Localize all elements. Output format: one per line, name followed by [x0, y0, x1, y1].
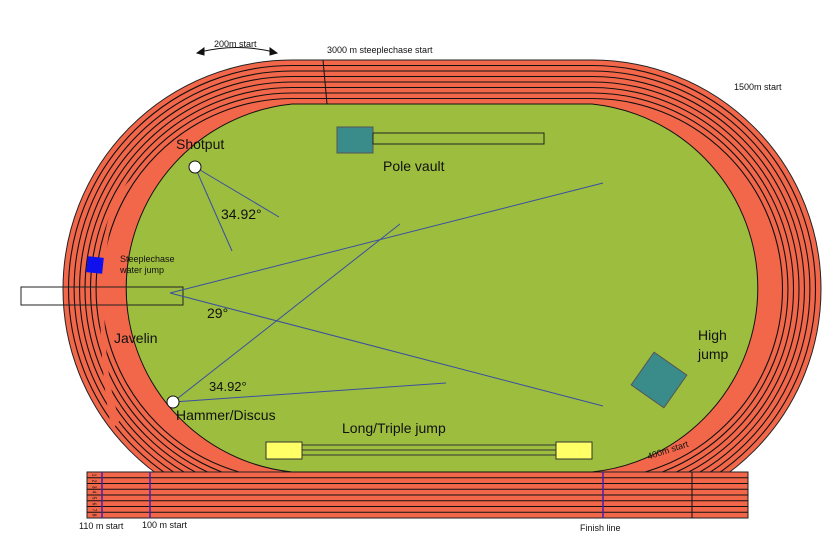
pole-vault-pit: [336, 126, 374, 154]
200m-start-arrow: [195, 47, 279, 56]
label-javelin-angle: 29°: [207, 305, 229, 321]
hammer-sector: [172, 223, 447, 403]
label-shotput: Shotput: [176, 136, 225, 152]
lane-number: 3: [90, 485, 97, 488]
lane-number: 8: [90, 513, 97, 517]
label-long-triple-jump: Long/Triple jump: [342, 420, 446, 436]
long-jump-pit-left: [265, 441, 303, 460]
lane-number: 6: [90, 502, 97, 506]
pole-vault-runway: [372, 132, 545, 145]
shotput-sector: [194, 166, 280, 252]
label-hammer-discus: Hammer/Discus: [176, 407, 276, 423]
label-water-jump: Steeplechase water jump: [120, 254, 175, 275]
lane-number: 1: [90, 473, 97, 477]
label-javelin: Javelin: [114, 330, 158, 346]
long-jump-pit-right: [555, 441, 593, 460]
label-shotput-angle: 34.92°: [221, 206, 262, 222]
infield: [125, 103, 759, 473]
label-pole-vault: Pole vault: [383, 158, 445, 174]
hammer-circle: [166, 395, 180, 409]
lane-number: 2: [90, 479, 97, 483]
lane-number: 7: [90, 508, 97, 511]
300m-start-line: [322, 59, 328, 105]
label-1500m-start: 1500m start: [734, 82, 782, 92]
label-hammer-angle: 34.92°: [209, 379, 247, 394]
label-finish-line: Finish line: [580, 523, 621, 533]
javelin-sector: [169, 182, 604, 407]
shotput-circle: [188, 160, 202, 174]
label-3000m-steeplechase: 3000 m steeplechase start: [327, 45, 433, 55]
water-jump: [86, 256, 104, 274]
lane-number: 5: [90, 496, 97, 500]
steeplechase-water-jump-lane: [100, 180, 130, 430]
lane-number: 4: [90, 490, 97, 494]
label-100m-start: 100 m start: [142, 520, 188, 530]
label-200m-start: 200m start: [214, 39, 257, 49]
long-jump-runway: [302, 444, 556, 456]
high-jump-pit: [630, 351, 688, 409]
label-110m-start: 110 m start: [79, 521, 124, 531]
straight-lane-lines: [87, 477, 748, 513]
label-high-jump: High jump: [698, 327, 729, 362]
